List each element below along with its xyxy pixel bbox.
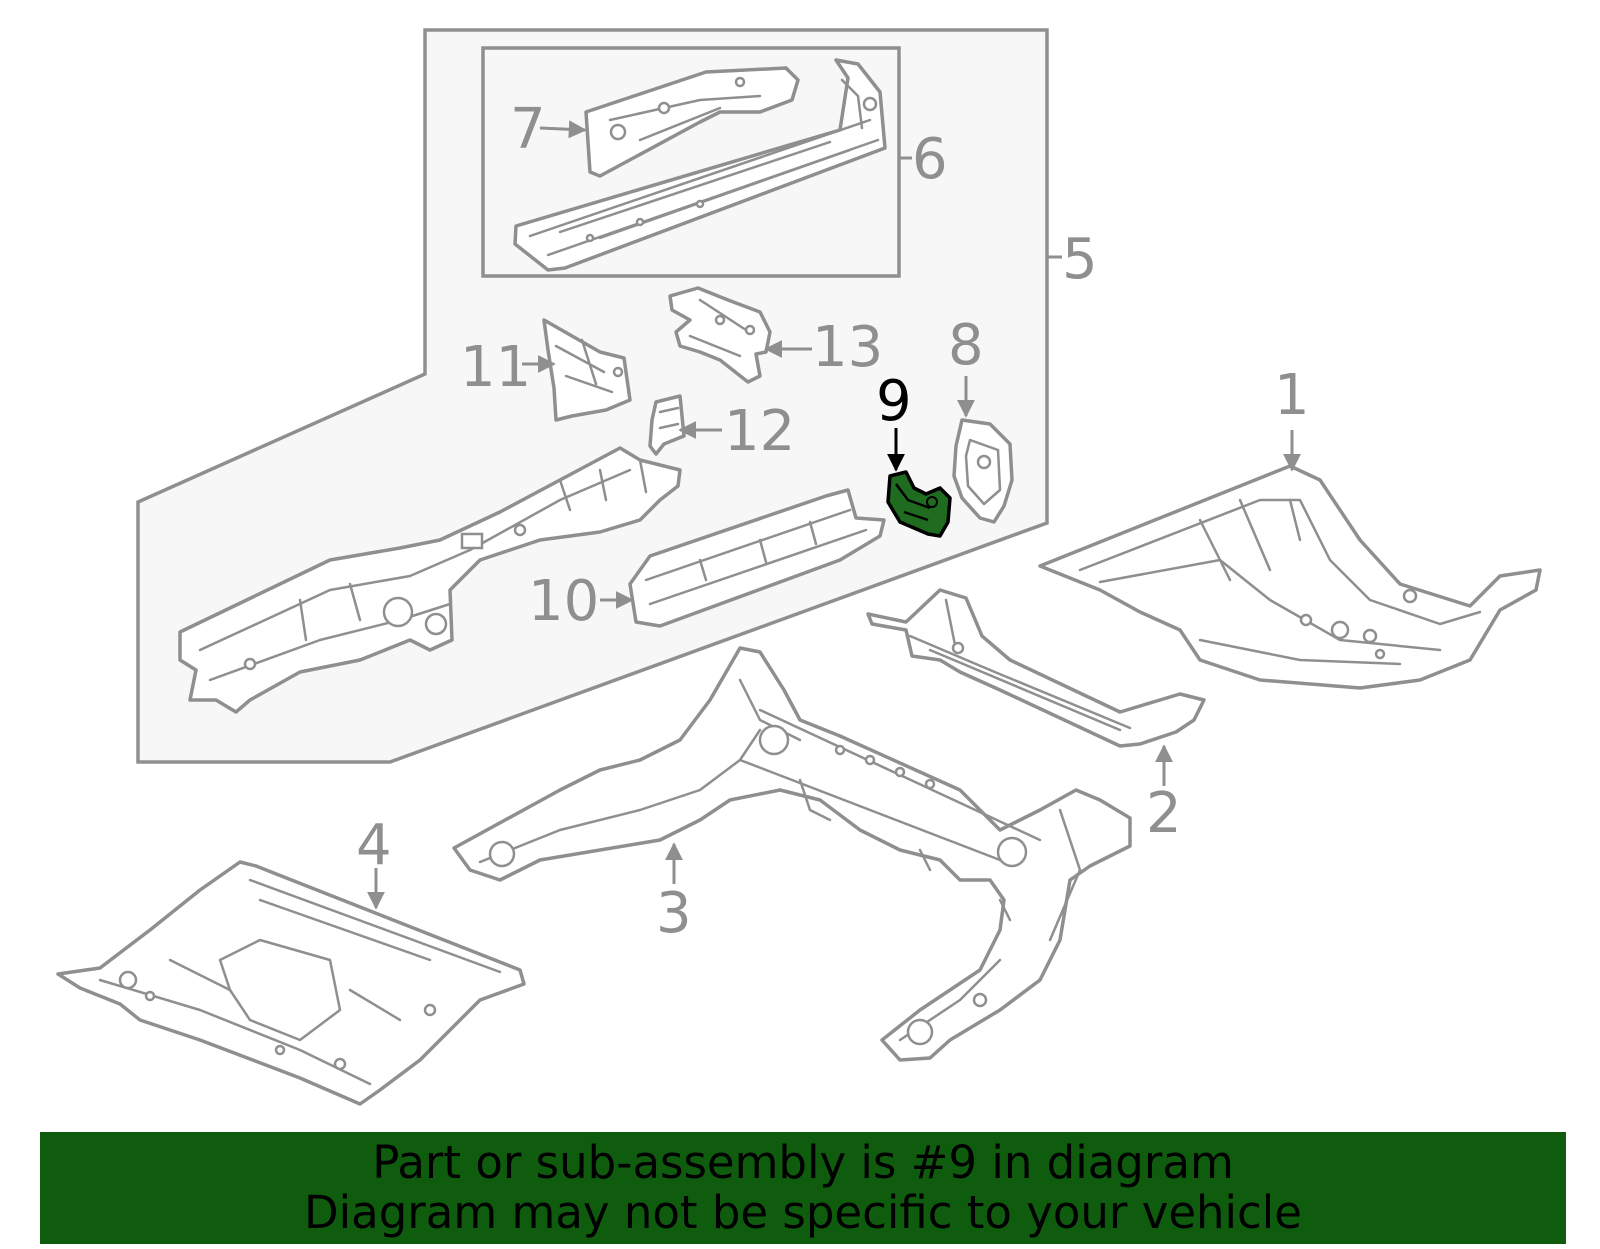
part-11-bracket[interactable] (542, 318, 632, 422)
callout-7: 7 (510, 97, 546, 162)
info-banner: Part or sub-assembly is #9 in diagram Di… (40, 1132, 1566, 1244)
part-1-rear-floor-pan[interactable] (1038, 464, 1542, 690)
part-8-bracket[interactable] (952, 418, 1014, 524)
part-13-bracket[interactable] (668, 286, 772, 384)
callout-1: 1 (1274, 363, 1310, 428)
callout-10: 10 (528, 569, 599, 634)
callout-8: 8 (948, 313, 984, 378)
callout-2: 2 (1146, 781, 1182, 846)
part-2-crossmember[interactable] (866, 588, 1206, 748)
part-6-rocker-rail[interactable] (513, 58, 887, 272)
front-rail-assembly[interactable] (178, 446, 682, 714)
part-12-bracket[interactable] (648, 394, 686, 456)
callout-12: 12 (724, 399, 795, 464)
part-9-highlighted-bracket[interactable] (886, 470, 952, 538)
callout-9-highlighted: 9 (876, 369, 912, 434)
part-4-front-floor-pan[interactable] (56, 860, 526, 1106)
banner-line-part: Part or sub-assembly is #9 in diagram (372, 1136, 1234, 1189)
callout-6: 6 (912, 127, 948, 192)
part-3-rear-frame[interactable] (452, 646, 1132, 1062)
callout-4: 4 (356, 813, 392, 878)
part-7-reinforcement[interactable] (584, 66, 800, 178)
callout-5: 5 (1062, 227, 1098, 292)
callout-13: 13 (812, 315, 883, 380)
banner-line-disclaimer: Diagram may not be specific to your vehi… (304, 1186, 1302, 1239)
callout-3: 3 (656, 881, 692, 946)
part-10-side-sill[interactable] (628, 488, 886, 628)
callout-11: 11 (460, 335, 531, 400)
